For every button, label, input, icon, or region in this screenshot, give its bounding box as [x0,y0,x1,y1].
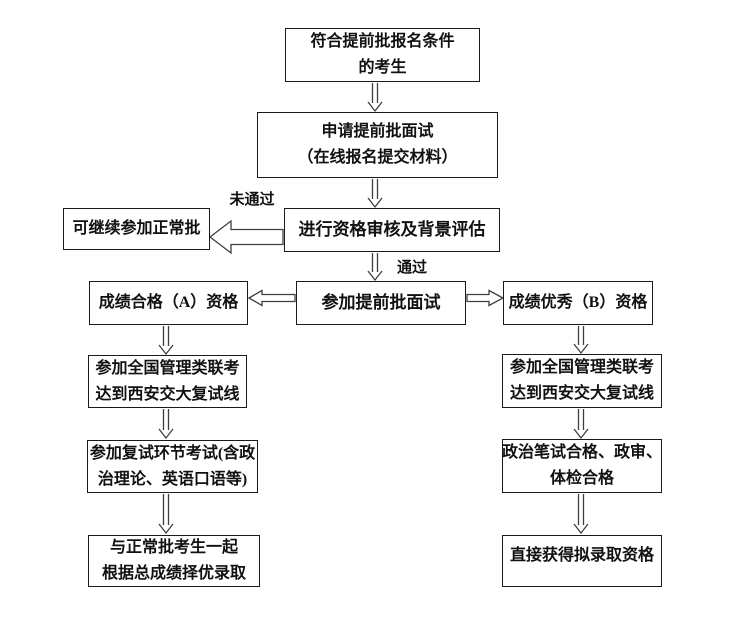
arrow-grade-a-to-left-exam [158,326,174,356]
node-left-exam-line2: 达到西安交大复试线 [95,385,240,403]
node-left-exam: 参加全国管理类联考 达到西安交大复试线 [88,355,247,408]
node-normal-batch: 可继续参加正常批 [63,208,210,250]
node-left-admit: 与正常批考生一起 根据总成绩择优录取 [88,535,260,587]
node-interview-line1: 参加提前批面试 [321,293,441,312]
arrow-review-to-interview [367,253,383,282]
arrow-right-checks-to-right-admit [573,494,589,535]
edge-label-pass: 通过 [396,260,427,276]
node-grade-b-line1: 成绩优秀（B）资格 [508,294,648,311]
node-right-exam: 参加全国管理类联考 达到西安交大复试线 [502,354,662,408]
node-left-retest-line1: 参加复试环节考试(含政 [89,444,256,462]
node-review-line1: 进行资格审核及背景评估 [298,220,486,239]
node-left-admit-line1: 与正常批考生一起 [109,539,238,556]
arrow-left-exam-to-left-retest [158,409,174,440]
node-grade-a-line1: 成绩合格（A）资格 [98,294,239,311]
node-left-exam-line1: 参加全国管理类联考 [95,359,240,377]
node-right-checks-line2: 体检合格 [549,470,614,487]
arrow-grade-b-to-right-exam [573,326,589,355]
node-right-exam-line1: 参加全国管理类联考 [509,359,654,376]
arrow-review-to-normal-batch [208,219,284,255]
arrow-eligible-to-apply [367,83,383,113]
node-apply-line2: （在线报名提交材料） [297,149,458,166]
node-right-checks-line1: 政治笔试合格、政审、 [502,444,663,461]
node-right-exam-line2: 达到西安交大复试线 [509,385,654,402]
node-grade-b: 成绩优秀（B）资格 [503,281,653,325]
node-grade-a: 成绩合格（A）资格 [89,281,248,325]
node-normal-batch-line1: 可继续参加正常批 [72,220,201,237]
node-interview: 参加提前批面试 [296,281,466,325]
node-eligible-line1: 符合提前批报名条件 [310,33,455,50]
node-right-checks: 政治笔试合格、政审、 体检合格 [502,439,662,493]
node-left-admit-line2: 根据总成绩择优录取 [101,565,246,582]
node-apply: 申请提前批面试 （在线报名提交材料） [257,112,498,178]
node-apply-line1: 申请提前批面试 [321,123,434,140]
node-eligible: 符合提前批报名条件 的考生 [285,28,480,82]
node-right-admit-line1: 直接获得拟录取资格 [509,547,654,564]
edge-label-fail: 未通过 [229,192,275,208]
arrow-left-retest-to-left-admit [158,494,174,535]
arrow-interview-to-grade-b [466,289,505,307]
node-review: 进行资格审核及背景评估 [284,208,500,252]
node-left-retest: 参加复试环节考试(含政 治理论、英语口语等) [87,440,258,493]
arrow-interview-to-grade-a [247,289,296,307]
node-left-retest-line2: 治理论、英语口语等) [97,470,248,488]
arrow-apply-to-review [367,179,383,209]
node-right-admit: 直接获得拟录取资格 [502,535,662,587]
arrow-right-exam-to-right-checks [573,409,589,440]
node-eligible-line2: 的考生 [358,59,407,76]
